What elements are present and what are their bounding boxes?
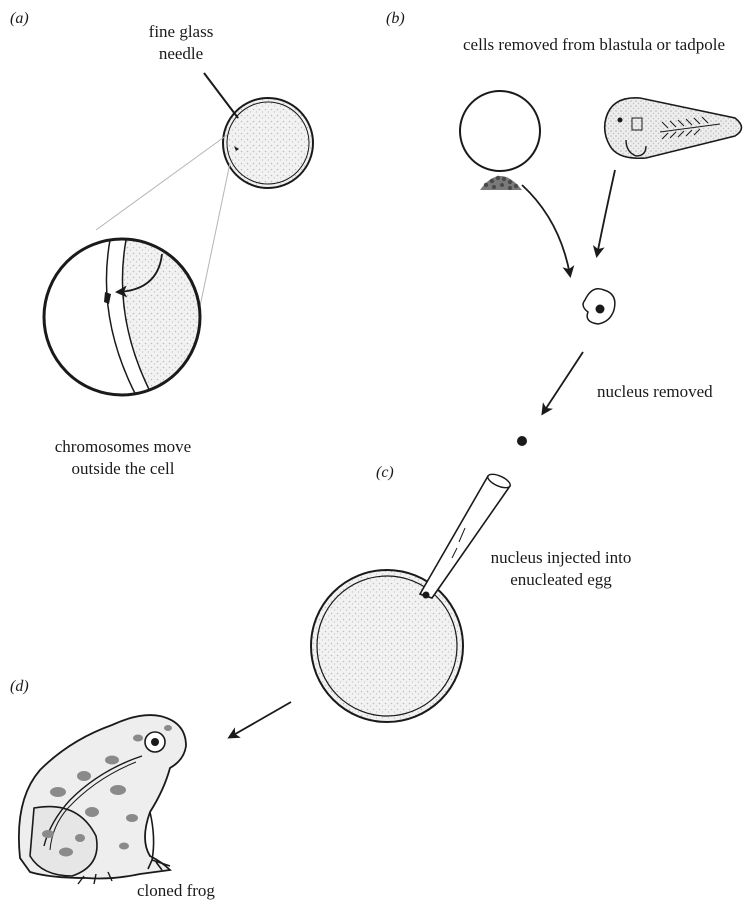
nucleus-injected-label-line2: enucleated egg <box>486 569 636 591</box>
blastula <box>460 91 540 190</box>
tadpole <box>605 98 742 158</box>
needle-label-line1: fine glass <box>126 21 236 43</box>
nucleus-removed-label: nucleus removed <box>597 381 713 403</box>
needle-label: fine glass needle <box>126 21 236 65</box>
zoom-line-top <box>96 135 227 230</box>
panel-label-b: (b) <box>386 8 405 30</box>
magnified-egg-view <box>40 230 210 410</box>
needle-label-line2: needle <box>126 43 236 65</box>
panel-label-d: (d) <box>10 676 29 698</box>
arrow-nucleus-removed <box>543 352 583 413</box>
frog-illustration <box>19 715 186 884</box>
glass-needle <box>204 73 238 118</box>
enucleated-egg <box>311 570 463 722</box>
arrow-egg-to-frog <box>230 702 291 737</box>
chromosomes-label: chromosomes move outside the cell <box>28 436 218 480</box>
nucleus-injected-label-line1: nucleus injected into <box>486 547 636 569</box>
chromosomes-label-line1: chromosomes move <box>28 436 218 458</box>
panel-label-a: (a) <box>10 8 29 30</box>
isolated-nucleus <box>517 436 527 446</box>
panel-label-c: (c) <box>376 462 394 484</box>
chromosomes-label-line2: outside the cell <box>28 458 218 480</box>
arrow-tadpole-to-cell <box>597 170 615 255</box>
cells-removed-label: cells removed from blastula or tadpole <box>463 34 725 56</box>
cloned-frog-label: cloned frog <box>137 880 215 902</box>
nucleus-injected-label: nucleus injected into enucleated egg <box>486 547 636 591</box>
arrow-blastula-to-cell <box>522 185 570 275</box>
egg-cell-small <box>223 98 313 188</box>
donor-cell <box>583 289 615 324</box>
